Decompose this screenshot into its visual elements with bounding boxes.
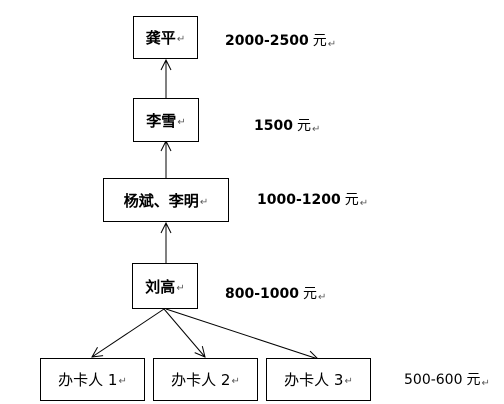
node-leaf-2-label: 办卡人 2	[171, 371, 231, 389]
node-level2-label: 李雪	[146, 111, 177, 130]
salary-level2-unit: 元	[296, 118, 311, 134]
node-top: 龚平↵	[133, 16, 198, 59]
paragraph-mark-icon: ↵	[327, 39, 337, 50]
salary-level2-value: 1500	[254, 118, 293, 134]
arrow-level4-to-leaf-2	[163, 308, 205, 357]
paragraph-mark-icon: ↵	[176, 34, 186, 45]
node-level2: 李雪↵	[133, 98, 199, 142]
salary-level3-unit: 元	[344, 192, 359, 208]
node-leaf-2: 办卡人 2↵	[153, 358, 258, 401]
node-leaf-3: 办卡人 3↵	[266, 358, 371, 401]
arrow-level4-to-leaf-1	[92, 308, 165, 357]
node-level3-label: 杨斌、李明	[123, 191, 199, 210]
paragraph-mark-icon: ↵	[481, 378, 490, 389]
paragraph-mark-icon: ↵	[311, 124, 321, 135]
node-leaf-1-label: 办卡人 1	[58, 371, 118, 389]
paragraph-mark-icon: ↵	[177, 116, 186, 128]
node-level4: 刘高↵	[132, 263, 198, 309]
node-level4-label: 刘高	[145, 277, 176, 296]
salary-top-value: 2000-2500	[225, 33, 309, 49]
paragraph-mark-icon: ↵	[118, 376, 127, 387]
paragraph-mark-icon: ↵	[318, 292, 327, 303]
node-level3: 杨斌、李明↵	[103, 178, 229, 222]
node-top-label: 龚平	[145, 29, 176, 47]
salary-level4-value: 800-1000	[225, 286, 299, 302]
salary-leaves-value: 500-600	[404, 372, 463, 388]
arrow-level4-to-leaf-3	[165, 308, 318, 359]
node-leaf-3-label: 办卡人 3	[284, 371, 344, 389]
paragraph-mark-icon: ↵	[199, 196, 209, 208]
paragraph-mark-icon: ↵	[344, 376, 353, 387]
salary-leaves-unit: 元	[466, 372, 481, 388]
salary-top-unit: 元	[312, 33, 327, 49]
salary-level3-value: 1000-1200	[257, 192, 341, 208]
paragraph-mark-icon: ↵	[231, 376, 240, 387]
paragraph-mark-icon: ↵	[359, 198, 369, 209]
node-leaf-1: 办卡人 1↵	[40, 358, 145, 401]
paragraph-mark-icon: ↵	[176, 282, 185, 294]
salary-level4-unit: 元	[303, 286, 317, 302]
